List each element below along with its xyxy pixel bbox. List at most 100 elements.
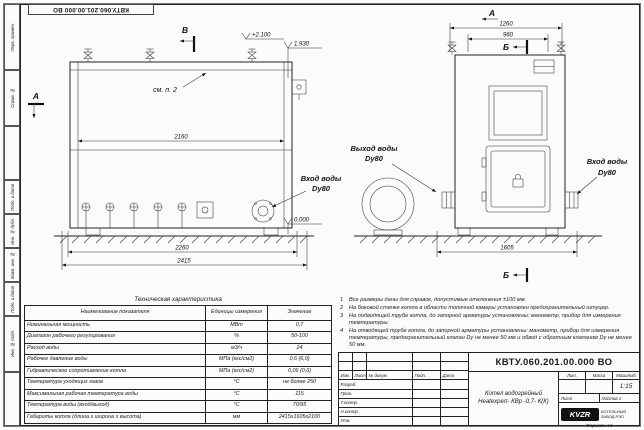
margin-box-empty-1 [4, 126, 20, 180]
cell-name: Гидравлическое сопротивление котла [27, 367, 127, 374]
upper-door [488, 85, 548, 141]
level-mark-zero: 0.000 [294, 218, 310, 224]
sheets-cell: Листов 1 [600, 394, 640, 402]
change-row [339, 362, 468, 372]
side-inlet-label-1: Вход воды [587, 157, 628, 166]
title-block-right: КВТУ.060.201.00.000 ВО Котел водогрейный… [469, 353, 639, 425]
title-block-left: Изм. Лист № докум. Подп. Дата Разраб. Пр… [339, 353, 469, 425]
chimney-bracket [292, 79, 307, 100]
margin-box-podp-data-1: Подп. и дата [4, 180, 20, 214]
front-inlet-label-1: Вход воды [301, 174, 342, 183]
table-header-row: Наименование показателя Единицы измерени… [25, 305, 331, 320]
margin-box-vzam-inv: Взам. инв. № [4, 248, 20, 282]
cell-value: 2415х1605х2100 [278, 413, 321, 420]
logo-row: KVZR КОТЕЛЬНЫЙ ЗАВОД РЭП [559, 403, 639, 425]
cell-units: МВт [205, 320, 268, 331]
inlet-nozzle [564, 191, 579, 209]
hdr-data: Дата [442, 372, 455, 378]
role-row: Утв. [339, 416, 468, 425]
kvzr-logo: KVZR [561, 407, 599, 421]
outlet-label-1: Выход воды [350, 144, 398, 153]
cell-units: °С [205, 401, 268, 412]
cell-name: Температура воды (вход/выход) [27, 402, 110, 409]
dim-960: 960 [503, 33, 514, 39]
scale-value: 1:15 [619, 383, 633, 390]
front-view: В А см. п. 2 +2.100 1.930 0.000 2160 226… [28, 25, 342, 270]
ground-hatch [359, 235, 596, 244]
change-row [339, 353, 468, 363]
valve-icon [247, 48, 257, 63]
cell-name: Габариты котла (длина х ширина х высота) [27, 413, 142, 420]
cell-name: Номинальная мощность [27, 321, 90, 328]
cell-units: м3/ч [205, 343, 268, 354]
format-label: Формат А3 [586, 424, 613, 429]
level-mark-top: +2.100 [252, 33, 271, 39]
outlet-nozzle [441, 191, 456, 209]
scale-label: Масштаб [616, 373, 636, 378]
margin-box-sprav: Справ. № [4, 70, 20, 126]
note-number: 1 [340, 297, 344, 303]
valve-icon [83, 48, 93, 63]
cell-value: 0,06 (0,6) [287, 367, 312, 374]
ground-hatch [59, 235, 308, 244]
cell-value: 0,6 (6,0) [289, 356, 310, 363]
level-mark-mid: 1.930 [294, 42, 310, 48]
title-block: Изм. Лист № докум. Подп. Дата Разраб. Пр… [338, 352, 640, 426]
note-text: На боковой стенке котла в области топочн… [349, 305, 610, 312]
cell-name: Расход воды [27, 344, 59, 351]
role-tkontr: Т.контр. [339, 398, 413, 407]
valve-icon [145, 48, 155, 63]
hdr-list: Лист [354, 371, 367, 380]
role-prov: Пров. [339, 389, 413, 398]
role-nkontr: Н.контр. [339, 407, 413, 416]
hdr-dokum: № докум. [367, 371, 413, 380]
side-inlet-label-2: Dy80 [598, 168, 617, 177]
cell-units: МПа (кгс/см2) [205, 355, 268, 366]
cell-name: Диапазон рабочего регулирования [27, 333, 116, 340]
sheets-value: 1 [618, 395, 622, 401]
cell-name: Максимальная рабочая температура воды [27, 390, 138, 397]
tech-table-title: Техническая характеристика [134, 296, 222, 303]
mass-value [586, 380, 613, 393]
front-inlet-label-2: Dy80 [312, 184, 331, 193]
cell-name: Рабочее давление воды [27, 356, 88, 363]
water-inlet-flange [251, 199, 275, 223]
note-text: Все размеры даны для справок, допустимые… [349, 297, 527, 303]
cell-value: 70/95 [292, 402, 307, 409]
col-header-value: Значение [287, 308, 312, 315]
side-view: А Б Б 1260 960 1605 Выход воды Dy80 Вход… [350, 8, 628, 282]
cell-value: 0,7 [295, 321, 304, 328]
dim-1605: 1605 [500, 246, 514, 252]
stamp-header-row: Изм. Лист № докум. Подп. Дата [339, 371, 468, 381]
mass-label: Масса [586, 372, 613, 379]
outlet-label-2: Dy80 [365, 154, 384, 163]
product-name: Котел водогрейный Heatexpert- КВр -0,7- … [469, 372, 559, 425]
margin-box-perv-primen: Перв. примен. [4, 4, 20, 70]
table-row: Номинальная мощность МВт 0,7 [25, 319, 331, 331]
table-row: Рабочее давление воды МПа (кгс/см2) 0,6 (6… [25, 354, 331, 366]
dim-2160: 2160 [173, 135, 188, 141]
margin-box-inv-dubl: Инв. № дубл. [4, 214, 20, 248]
logo-caption: КОТЕЛЬНЫЙ ЗАВОД РЭП [601, 408, 627, 419]
view-label-a: А [488, 8, 495, 18]
cell-value: 24 [296, 344, 303, 351]
table-row: Диапазон рабочего регулирования% 50-100 [25, 331, 331, 343]
cell-value: не более 250 [283, 379, 316, 386]
role-row: Разраб. [339, 380, 468, 390]
cell-value: 50-100 [291, 333, 308, 340]
note-number: 3 [340, 313, 344, 320]
margin-box-podp-data-2: Подп. и дата [4, 282, 20, 316]
note-item: 1 Все размеры даны для справок, допустимы… [340, 297, 637, 304]
cell-units: % [205, 332, 268, 343]
cell-units: мм [205, 412, 268, 423]
sheets-label: Листов [601, 395, 618, 401]
role-razrab: Разраб. [339, 380, 413, 389]
role-row: Пров. [339, 389, 468, 399]
furnace-door [485, 145, 551, 213]
role-utv: Утв. [339, 416, 413, 425]
doc-code: КВТУ.060.201.00.000 ВО [469, 353, 639, 372]
